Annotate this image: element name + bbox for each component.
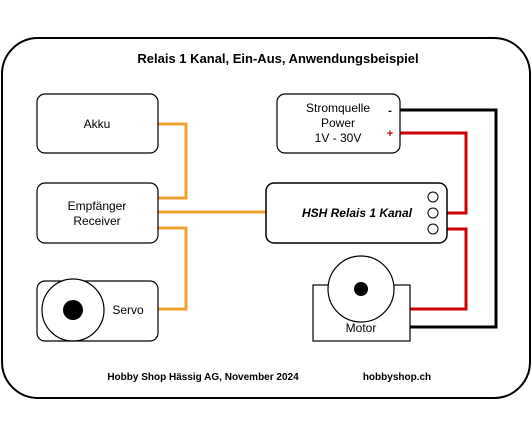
- footer-company: Hobby Shop Hässig AG, November 2024: [107, 372, 299, 383]
- motor-shaft-icon: [354, 282, 368, 296]
- receiver-label-de: Empfänger: [68, 199, 127, 213]
- power-source-box: Stromquelle Power 1V - 30V - +: [276, 93, 401, 154]
- power-minus-to-motor-wire: [400, 108, 498, 329]
- servo-box: Servo: [36, 278, 159, 342]
- minus-terminal-label: -: [388, 105, 392, 117]
- akku-box: Akku: [36, 93, 159, 154]
- relay-terminal-bottom-icon: [427, 223, 439, 235]
- positive-wires: [400, 131, 468, 311]
- power-label-en: Power: [321, 116, 355, 130]
- relay-terminal-top-icon: [427, 191, 439, 203]
- power-plus-to-relay-wire: [400, 131, 468, 215]
- plus-terminal-label: +: [387, 128, 393, 140]
- receiver-box: Empfänger Receiver: [36, 182, 159, 244]
- footer-website: hobbyshop.ch: [363, 372, 431, 383]
- akku-to-receiver-wire: [158, 122, 188, 200]
- relay-box: HSH Relais 1 Kanal: [265, 182, 448, 244]
- servo-label: Servo: [112, 303, 144, 317]
- motor-box: Motor: [312, 255, 411, 342]
- akku-label: Akku: [84, 117, 111, 131]
- signal-wires: [158, 122, 266, 311]
- servo-shaft-icon: [63, 300, 83, 320]
- motor-label: Motor: [346, 321, 377, 335]
- relay-terminal-middle-icon: [427, 207, 439, 219]
- receiver-to-servo-wire: [158, 226, 188, 311]
- receiver-label-en: Receiver: [73, 214, 120, 228]
- power-voltage-label: 1V - 30V: [315, 131, 362, 145]
- power-label-de: Stromquelle: [306, 101, 370, 115]
- relay-to-motor-wire: [410, 227, 468, 311]
- diagram-title: Relais 1 Kanal, Ein-Aus, Anwendungsbeisp…: [137, 51, 418, 66]
- relay-label: HSH Relais 1 Kanal: [302, 206, 413, 220]
